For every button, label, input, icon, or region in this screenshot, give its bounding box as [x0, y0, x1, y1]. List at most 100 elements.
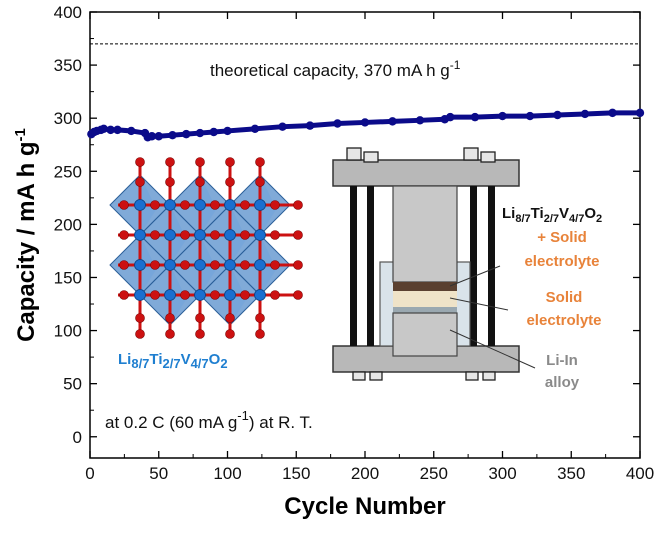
metal-atom: [194, 229, 206, 241]
data-point: [553, 110, 562, 120]
oxygen-atom: [240, 290, 250, 300]
oxygen-atom: [180, 260, 190, 270]
cell-lower-piston: [392, 312, 458, 357]
data-point: [147, 132, 157, 141]
metal-atom: [164, 199, 176, 211]
cell-electrolyte-layer: [393, 291, 457, 307]
metal-atom: [254, 199, 266, 211]
data-point: [127, 126, 136, 136]
oxygen-atom: [270, 260, 280, 270]
data-point: [470, 112, 480, 122]
metal-atom: [254, 229, 266, 241]
data-point: [182, 129, 191, 139]
metal-atom: [254, 289, 266, 301]
metal-atom: [194, 199, 206, 211]
y-tick-label: 50: [63, 375, 82, 394]
oxygen-atom: [165, 313, 175, 323]
data-point: [608, 108, 617, 118]
cell-rod-right-2: [488, 186, 495, 346]
x-tick-label: 200: [351, 464, 379, 483]
y-tick-label: 0: [73, 428, 82, 447]
oxygen-atom: [135, 313, 145, 323]
metal-atom: [164, 259, 176, 271]
cell-electrolyte-line2: electrolyte: [526, 312, 601, 329]
oxygen-atom: [195, 177, 205, 187]
y-axis-title: Capacity / mA h g-1: [12, 128, 40, 342]
theoretical-capacity-label: theoretical capacity, 370 mA h g-1: [210, 58, 461, 80]
cell-rod-left-1: [350, 186, 357, 346]
oxygen-atom: [119, 230, 129, 240]
cell-top-plate: [332, 159, 520, 187]
oxygen-atom: [210, 260, 220, 270]
oxygen-atom: [270, 290, 280, 300]
data-point: [250, 124, 260, 134]
oxygen-atom: [150, 200, 160, 210]
oxygen-atom: [165, 177, 175, 187]
pointer-electrolyte: [449, 297, 509, 311]
oxygen-atom: [255, 329, 265, 339]
oxygen-atom: [180, 200, 190, 210]
data-layer: [87, 43, 645, 142]
data-point: [635, 108, 645, 118]
cell-rod-left-2: [367, 186, 374, 346]
data-point: [99, 124, 108, 134]
oxygen-atom: [195, 313, 205, 323]
y-tick-label: 250: [54, 162, 82, 181]
data-point: [388, 117, 397, 126]
x-tick-label: 250: [420, 464, 448, 483]
oxygen-atom: [225, 329, 235, 339]
cell-rod-right-1: [470, 186, 477, 346]
cell-electrolyte-line1: Solid: [546, 289, 583, 306]
metal-atom: [224, 199, 236, 211]
x-tick-label: 150: [282, 464, 310, 483]
oxygen-atom: [165, 329, 175, 339]
oxygen-atom: [240, 230, 250, 240]
oxygen-atom: [135, 177, 145, 187]
oxygen-atom: [210, 290, 220, 300]
data-point: [360, 118, 370, 127]
data-point: [415, 116, 425, 125]
metal-atom: [134, 259, 146, 271]
data-point: [195, 128, 205, 138]
metal-atom: [134, 199, 146, 211]
oxygen-atom: [293, 260, 303, 270]
cell-cathode-line3: electrolyte: [524, 253, 599, 270]
data-point: [154, 132, 163, 141]
oxygen-atom: [119, 290, 129, 300]
metal-atom: [254, 259, 266, 271]
y-tick-label: 200: [54, 215, 82, 234]
oxygen-atom: [135, 329, 145, 339]
oxygen-atom: [135, 157, 145, 167]
metal-atom: [164, 289, 176, 301]
oxygen-atom: [225, 313, 235, 323]
pointer-cathode: [449, 265, 501, 287]
oxygen-atom: [270, 230, 280, 240]
oxygen-atom: [255, 157, 265, 167]
metal-atom: [224, 289, 236, 301]
x-tick-label: 300: [488, 464, 516, 483]
cell-nuts: [346, 147, 496, 381]
condition-label: at 0.2 C (60 mA g-1) at R. T.: [105, 408, 313, 432]
metal-atom: [224, 229, 236, 241]
x-axis-title: Cycle Number: [284, 493, 445, 520]
oxygen-atom: [150, 230, 160, 240]
data-point: [209, 127, 218, 137]
data-point: [580, 109, 590, 119]
cell-anode-line2: alloy: [545, 374, 580, 391]
oxygen-atom: [180, 290, 190, 300]
x-tick-label: 0: [85, 464, 94, 483]
oxygen-atom: [240, 200, 250, 210]
data-point: [106, 125, 115, 135]
y-tick-label: 100: [54, 322, 82, 341]
oxygen-atom: [119, 200, 129, 210]
data-point: [113, 125, 122, 135]
oxygen-atom: [270, 200, 280, 210]
metal-atom: [194, 289, 206, 301]
metal-atom: [194, 259, 206, 271]
oxygen-atom: [165, 157, 175, 167]
pointer-anode: [449, 329, 536, 369]
oxygen-atom: [195, 329, 205, 339]
x-tick-label: 50: [149, 464, 168, 483]
